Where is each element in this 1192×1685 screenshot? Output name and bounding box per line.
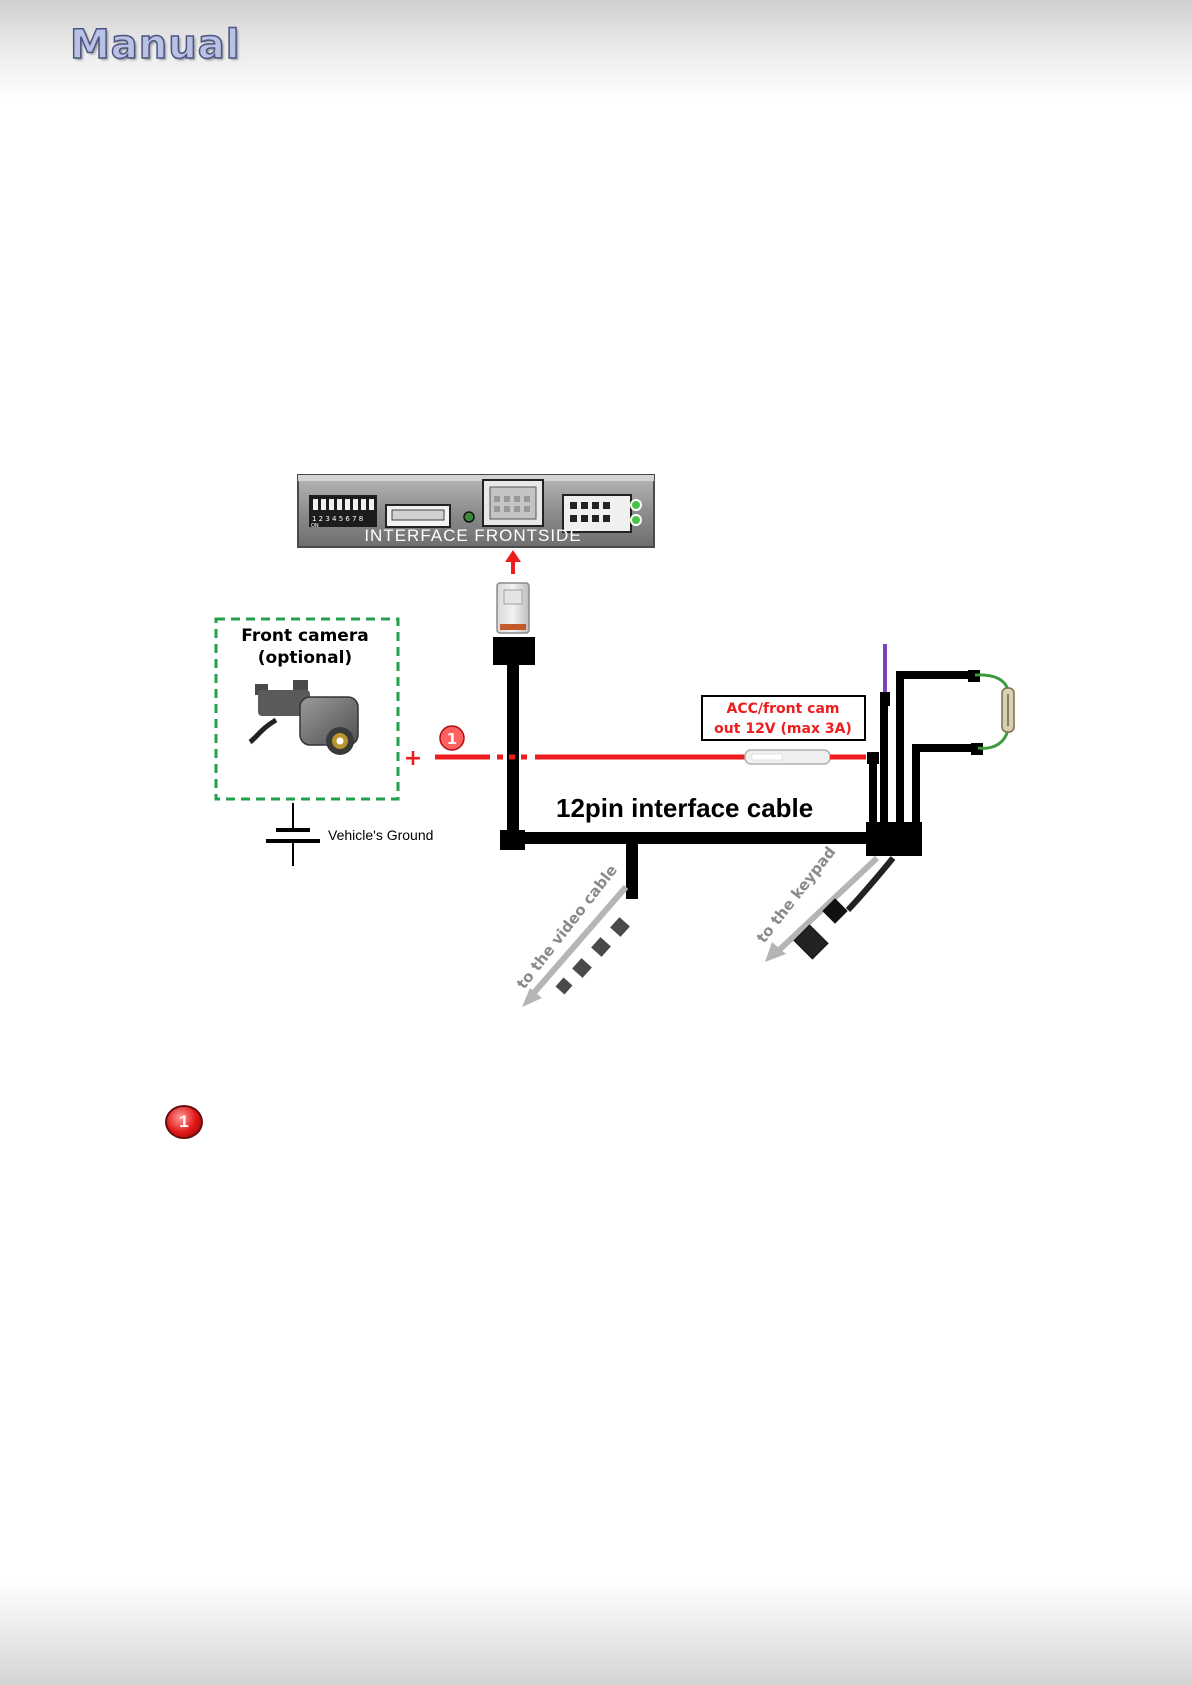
interface-box: 1 2 3 4 5 6 7 8 ON INTERFACE FRONTSIDE (298, 475, 654, 547)
to-video-cable-label: to the video cable (513, 861, 621, 992)
front-camera-subtitle: (optional) (258, 648, 352, 668)
camera-icon (250, 680, 358, 755)
ground-symbol: Vehicle's Ground (266, 803, 433, 866)
wire-marker-1: 1 (440, 726, 464, 750)
dip-numbers: 1 2 3 4 5 6 7 8 (312, 515, 363, 523)
acc-label-line1: ACC/front cam (727, 701, 840, 717)
interface-top-edge (298, 475, 654, 481)
12pin-plug (493, 583, 535, 665)
wire-marker-number: 1 (447, 730, 457, 748)
harness-junction-block (866, 822, 922, 856)
plus-sign: + (404, 746, 422, 771)
dip-switch-block: 1 2 3 4 5 6 7 8 ON (309, 495, 377, 529)
cable-title: 12pin interface cable (556, 793, 813, 823)
ground-label: Vehicle's Ground (328, 827, 433, 843)
interface-frontside-label: INTERFACE FRONTSIDE (364, 526, 581, 545)
note-number-badge: 1 (165, 1105, 203, 1139)
green-indicator-top (631, 500, 641, 510)
front-camera-title: Front camera (241, 626, 368, 646)
fuse-holder (975, 675, 1014, 748)
acc-label-box: ACC/front cam out 12V (max 3A) (702, 696, 865, 740)
harness-joint-left (500, 830, 525, 850)
status-led (464, 512, 474, 522)
green-indicator-bottom (631, 515, 641, 525)
footer-band (0, 1580, 1192, 1685)
keypad-cable-pointer: to the keypad (753, 843, 893, 962)
acc-label-line2: out 12V (max 3A) (714, 721, 852, 737)
dip-on-label: ON (311, 523, 319, 529)
video-cable-pointer: to the video cable (513, 861, 630, 1007)
front-camera-box: Front camera (optional) + (216, 619, 422, 799)
connect-arrow (505, 550, 521, 574)
acc-wire (435, 750, 866, 764)
